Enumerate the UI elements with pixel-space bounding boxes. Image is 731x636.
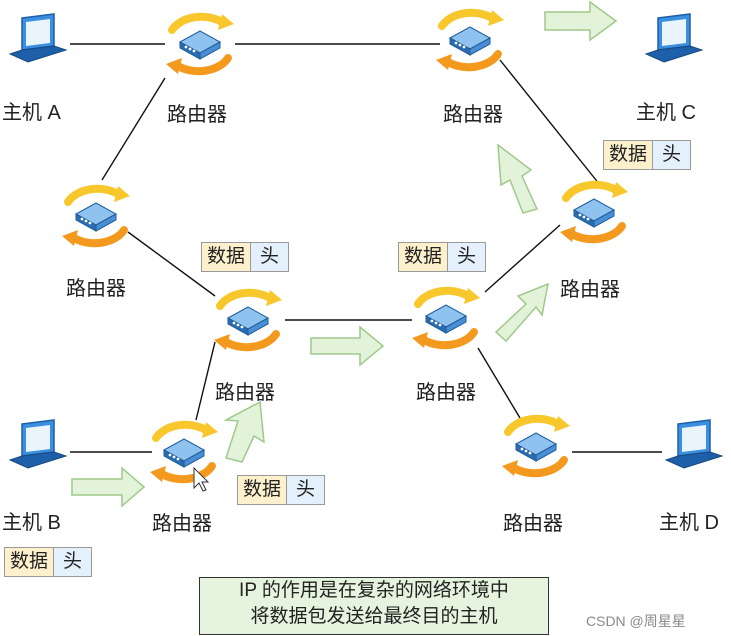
packet-data: 数据 bbox=[202, 243, 252, 271]
host-a-label: 主机 A bbox=[2, 102, 61, 124]
link bbox=[101, 77, 166, 181]
link bbox=[499, 59, 601, 186]
arrow-right bbox=[544, 0, 618, 42]
cursor-icon bbox=[193, 466, 210, 492]
router-label: 路由器 bbox=[66, 278, 126, 300]
router-icon bbox=[214, 290, 282, 350]
caption-line-1: IP 的作用是在复杂的网络环境中 bbox=[239, 580, 509, 601]
router-label: 路由器 bbox=[152, 513, 212, 535]
network-links bbox=[70, 43, 662, 453]
router-label: 路由器 bbox=[215, 382, 275, 404]
router-label: 路由器 bbox=[443, 104, 503, 126]
laptop-icon bbox=[9, 419, 67, 469]
host-c-label: 主机 C bbox=[636, 102, 696, 124]
packet-header: 头 bbox=[653, 141, 691, 169]
router-icon bbox=[150, 422, 218, 482]
host-b-label: 主机 B bbox=[2, 512, 61, 534]
flow-arrows bbox=[71, 0, 618, 508]
router-icon bbox=[166, 14, 234, 74]
router-icon bbox=[62, 186, 130, 246]
data-packet: 数据 头 bbox=[4, 547, 93, 577]
packet-header: 头 bbox=[54, 548, 92, 576]
router-label: 路由器 bbox=[167, 104, 227, 126]
packet-data: 数据 bbox=[399, 243, 449, 271]
packet-header: 头 bbox=[287, 476, 325, 504]
data-packet: 数据 头 bbox=[201, 242, 290, 272]
router-icon bbox=[502, 416, 570, 476]
arrow-up-right bbox=[494, 282, 549, 343]
laptop-icon bbox=[645, 13, 703, 63]
arrow-right bbox=[310, 325, 385, 367]
link bbox=[195, 341, 216, 421]
caption-line-2: 将数据包发送给最终目的主机 bbox=[250, 606, 498, 627]
data-packet: 数据 头 bbox=[398, 242, 487, 272]
packet-data: 数据 bbox=[5, 548, 55, 576]
watermark: CSDN @周星星 bbox=[586, 613, 686, 629]
arrow-up-left bbox=[497, 143, 539, 214]
packet-data: 数据 bbox=[238, 476, 288, 504]
router-label: 路由器 bbox=[416, 382, 476, 404]
data-packet: 数据 头 bbox=[237, 475, 326, 505]
host-d-label: 主机 D bbox=[659, 512, 719, 534]
laptop-icon bbox=[9, 13, 67, 63]
router-icon bbox=[560, 182, 628, 242]
laptop-icon bbox=[665, 419, 723, 469]
packet-header: 头 bbox=[251, 243, 289, 271]
link bbox=[477, 347, 521, 419]
router-label: 路由器 bbox=[560, 279, 620, 301]
packet-data: 数据 bbox=[604, 141, 654, 169]
data-packet: 数据 头 bbox=[603, 140, 692, 170]
packet-header: 头 bbox=[448, 243, 486, 271]
link bbox=[127, 231, 216, 297]
caption-box: IP 的作用是在复杂的网络环境中 将数据包发送给最终目的主机 bbox=[199, 577, 549, 635]
link bbox=[484, 224, 561, 293]
arrow-right bbox=[71, 466, 146, 508]
arrow-up-right bbox=[223, 400, 265, 463]
router-label: 路由器 bbox=[503, 513, 563, 535]
router-icon bbox=[436, 10, 504, 70]
router-icon bbox=[412, 288, 480, 348]
